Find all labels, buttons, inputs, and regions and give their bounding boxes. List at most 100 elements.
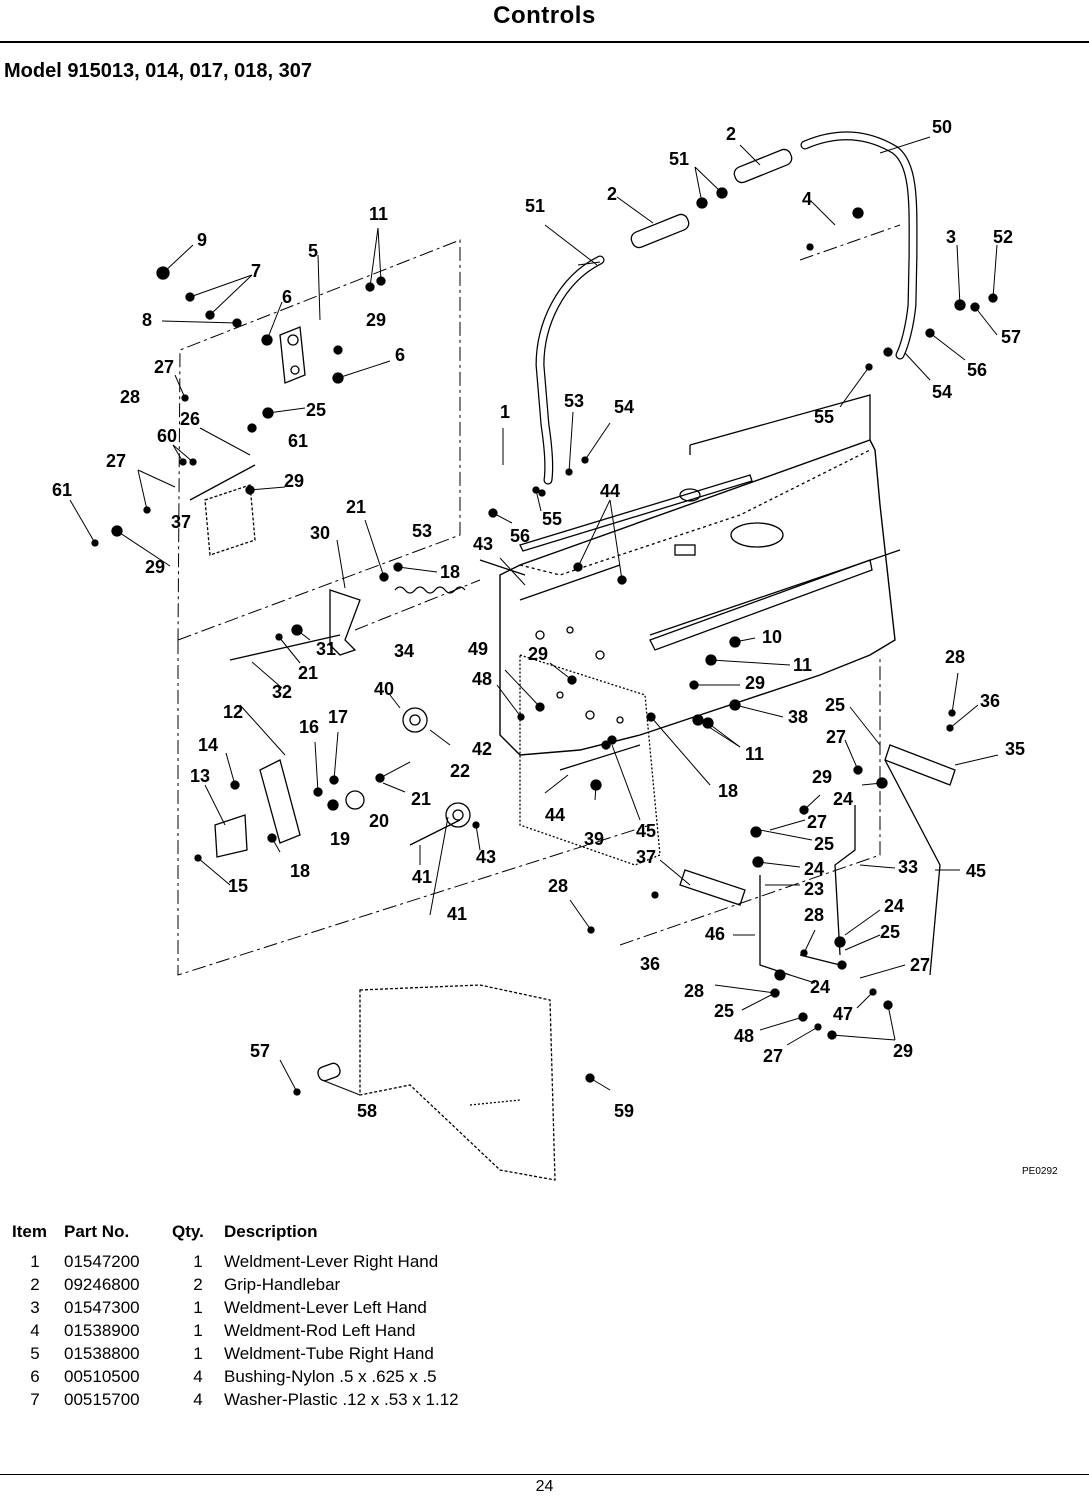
callout: 29 — [284, 471, 304, 491]
callout: 23 — [804, 879, 824, 899]
callout: 29 — [145, 557, 165, 577]
quantity: 1 — [193, 1298, 203, 1317]
callout: 61 — [52, 480, 72, 500]
callout: 33 — [898, 857, 918, 877]
callout: 34 — [394, 641, 414, 661]
callout: 44 — [545, 805, 565, 825]
table-row: 5 01538800 1 Weldment-Tube Right Hand — [6, 1342, 624, 1365]
callout: 27 — [910, 955, 930, 975]
callout: 53 — [564, 391, 584, 411]
callout: 29 — [366, 310, 386, 330]
callout: 21 — [298, 663, 318, 683]
callout: 28 — [684, 981, 704, 1001]
callout: 45 — [636, 821, 656, 841]
callout: 59 — [614, 1101, 634, 1121]
page-title: Controls — [493, 2, 596, 29]
callout: 44 — [600, 481, 620, 501]
callout: 39 — [584, 829, 604, 849]
callout: 55 — [814, 407, 834, 427]
callout: 57 — [250, 1041, 270, 1061]
callout: 29 — [893, 1041, 913, 1061]
table-row: 3 01547300 1 Weldment-Lever Left Hand — [6, 1296, 624, 1319]
callout: 52 — [993, 227, 1013, 247]
column-header-qty: Qty. — [172, 1222, 204, 1241]
callout: 45 — [966, 861, 986, 881]
item-number: 2 — [30, 1275, 40, 1294]
callout: 6 — [282, 287, 292, 307]
callout: 40 — [374, 679, 394, 699]
callout: 7 — [251, 261, 261, 281]
callout-labels: 1 2 2 3 4 5 6 6 7 8 9 10 11 11 11 12 13 … — [52, 117, 1025, 1121]
callout: 21 — [411, 789, 431, 809]
callout: 5 — [308, 241, 318, 261]
callout: 2 — [607, 184, 617, 204]
callout: 9 — [197, 230, 207, 250]
part-number: 01547200 — [64, 1252, 140, 1271]
callout: 26 — [180, 409, 200, 429]
callout: 28 — [804, 905, 824, 925]
callout: 29 — [528, 644, 548, 664]
callout: 13 — [190, 766, 210, 786]
description: Weldment-Rod Left Hand — [224, 1321, 416, 1340]
callout: 2 — [726, 124, 736, 144]
callout: 42 — [472, 739, 492, 759]
quantity: 4 — [193, 1367, 203, 1386]
table-row: 6 00510500 4 Bushing-Nylon .5 x .625 x .… — [6, 1365, 624, 1388]
description: Grip-Handlebar — [224, 1275, 341, 1294]
callout: 48 — [734, 1026, 754, 1046]
callout: 27 — [106, 451, 126, 471]
table-row: 4 01538900 1 Weldment-Rod Left Hand — [6, 1319, 624, 1342]
callout: 32 — [272, 682, 292, 702]
item-number: 1 — [30, 1252, 40, 1271]
callout: 54 — [932, 382, 952, 402]
callout: 24 — [804, 859, 824, 879]
callout: 27 — [154, 357, 174, 377]
callout: 11 — [745, 744, 764, 764]
table-header-row: Item Part No. Qty. Description — [6, 1222, 624, 1250]
callout: 41 — [447, 904, 467, 924]
callout: 37 — [171, 512, 191, 532]
callout: 41 — [412, 867, 432, 887]
callout: 12 — [223, 702, 243, 722]
description: Washer-Plastic .12 x .53 x 1.12 — [224, 1390, 459, 1409]
item-number: 6 — [30, 1367, 40, 1386]
callout: 28 — [945, 647, 965, 667]
parts-table: Item Part No. Qty. Description 1 0154720… — [6, 1222, 624, 1411]
callout: 24 — [810, 977, 830, 997]
callout: 35 — [1005, 739, 1025, 759]
quantity: 2 — [193, 1275, 203, 1294]
callout: 48 — [472, 669, 492, 689]
figure-code: PE0292 — [1022, 1166, 1058, 1177]
table-row: 7 00515700 4 Washer-Plastic .12 x .53 x … — [6, 1388, 624, 1411]
title-divider — [0, 41, 1089, 43]
callout: 51 — [525, 196, 545, 216]
column-header-description: Description — [224, 1222, 318, 1241]
quantity: 1 — [193, 1321, 203, 1340]
callout: 20 — [369, 811, 389, 831]
callout: 36 — [640, 954, 660, 974]
callout: 4 — [802, 189, 812, 209]
item-number: 5 — [30, 1344, 40, 1363]
callout: 18 — [290, 861, 310, 881]
callout: 51 — [669, 149, 689, 169]
quantity: 4 — [193, 1390, 203, 1409]
callout: 25 — [880, 922, 900, 942]
callout: 43 — [473, 534, 493, 554]
description: Weldment-Lever Right Hand — [224, 1252, 439, 1271]
callout: 60 — [157, 426, 177, 446]
part-number: 01538900 — [64, 1321, 140, 1340]
callout: 29 — [745, 673, 765, 693]
callout: 30 — [310, 523, 330, 543]
part-number: 00515700 — [64, 1390, 140, 1409]
callout: 56 — [967, 360, 987, 380]
callout: 47 — [833, 1004, 853, 1024]
callout: 25 — [825, 695, 845, 715]
description: Weldment-Tube Right Hand — [224, 1344, 434, 1363]
callout: 58 — [357, 1101, 377, 1121]
callout: 37 — [636, 847, 656, 867]
callout: 24 — [884, 896, 904, 916]
part-number: 01538800 — [64, 1344, 140, 1363]
exploded-parts-diagram: 1 2 2 3 4 5 6 6 7 8 9 10 11 11 11 12 13 … — [0, 95, 1089, 1185]
callout: 46 — [705, 924, 725, 944]
quantity: 1 — [193, 1344, 203, 1363]
